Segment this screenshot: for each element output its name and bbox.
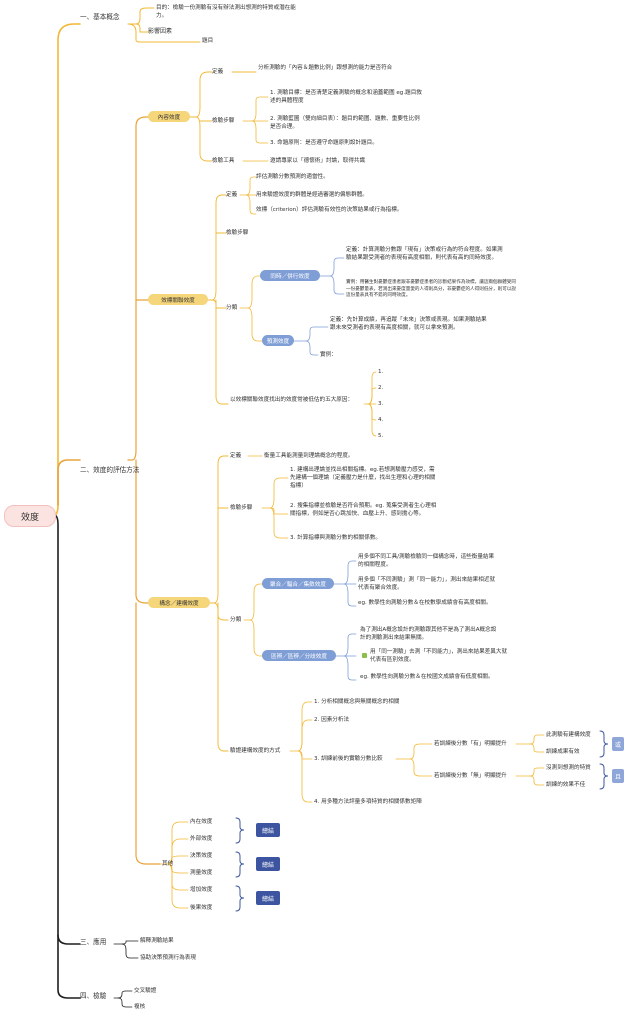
section-application[interactable]: 三、應用	[80, 938, 107, 946]
verify-3b-2[interactable]: 訓練的效果不佳	[546, 782, 586, 788]
concurrent-def[interactable]: 定義：計算測驗分數跟「現有」決策或行為的符合程度。如果測驗結果跟受測者的表現有高…	[346, 247, 503, 261]
criterion-def-1[interactable]: 評估測驗分數預測的適當性。	[256, 174, 329, 180]
criterion-steps-label[interactable]: 檢驗步驟	[226, 230, 249, 236]
reason-1[interactable]: 1.	[378, 369, 384, 375]
verify-1[interactable]: 1. 分析相關概念與無關概念的相關	[314, 699, 400, 705]
summary-box-3[interactable]: 總結	[256, 891, 280, 905]
reason-4[interactable]: 4.	[378, 417, 384, 423]
criterion-reasons[interactable]: 以效標關聯效度找出的效度常被低估的五大原因：	[230, 397, 354, 403]
item-node[interactable]: 題目	[202, 38, 214, 44]
verification-2[interactable]: 複核	[134, 1004, 146, 1010]
verify-3[interactable]: 3. 訓練前後的實驗分數比較	[314, 756, 383, 762]
content-def-label[interactable]: 定義	[212, 69, 224, 75]
construct-steps-label[interactable]: 檢驗步驟	[230, 505, 253, 511]
construct-class-label[interactable]: 分類	[230, 617, 242, 623]
criterion-validity-node[interactable]: 效標關聯效度	[148, 294, 208, 305]
construct-def-text[interactable]: 衡量工具能測量到理論概念的程度。	[264, 453, 354, 459]
discriminant-text-3[interactable]: eg. 數學性向測驗分數＆在校國文成績會有低度相關。	[360, 674, 494, 680]
verification-1[interactable]: 交叉驗證	[134, 988, 157, 994]
construct-validity-node[interactable]: 構念／建構效度	[148, 597, 210, 608]
criterion-class-label[interactable]: 分類	[226, 305, 238, 311]
construct-step-2[interactable]: 2. 搜集指標並檢驗是否符合預期。eg. 蒐集受測者生心理相關指標，例如是否心跳…	[290, 503, 437, 517]
construct-step-3[interactable]: 3. 計算指標與測驗分數的相關係數。	[290, 535, 382, 541]
content-steps-label[interactable]: 檢驗步驟	[212, 118, 235, 124]
convergent-text-3[interactable]: eg. 數學性向測驗分數＆在校數學成績會有高度相關。	[358, 600, 492, 606]
content-tool-text[interactable]: 邀請專家以「德懷術」討論，取得共識	[270, 158, 366, 164]
summary-box-1[interactable]: 總結	[256, 823, 280, 837]
or-tag[interactable]: 或	[612, 737, 624, 751]
and-tag[interactable]: 且	[612, 769, 624, 783]
concurrent-validity-node[interactable]: 同時／併行效度	[260, 270, 320, 281]
section-verification[interactable]: 四、檢驗	[80, 992, 107, 1000]
discriminant-text-1[interactable]: 為了測出A概念設計的測驗跟其他不是為了測出A概念設計的測驗測出來結果無關。	[360, 627, 497, 641]
verify-3b-1[interactable]: 沒測到想測的特質	[546, 765, 591, 771]
criterion-def-2[interactable]: 用來驗證效度的群體是經過審選的偏態群體。	[256, 192, 368, 198]
verify-3a-2[interactable]: 訓練成果有效	[546, 749, 580, 755]
content-validity-node[interactable]: 內容效度	[148, 111, 190, 122]
verify-3a[interactable]: 若訓練後分數「有」明顯提升	[434, 741, 507, 747]
construct-step-1[interactable]: 1. 建構出理論並找出相關指標。eg.若想測驗壓力感受，需先建構一個理論（定義壓…	[290, 467, 436, 489]
reason-3[interactable]: 3.	[378, 401, 384, 407]
other-node[interactable]: 其他	[162, 861, 174, 867]
convergent-validity-node[interactable]: 聚合／輻合／集斂效度	[262, 578, 334, 589]
content-tool-label[interactable]: 檢驗工具	[212, 158, 235, 164]
convergent-text-2[interactable]: 用多個「不同測驗」測「同一能力」，測出來結果相近就代表有聚合效度。	[358, 577, 496, 591]
discriminant-validity-node[interactable]: 區辨／區辨／分歧效度	[262, 650, 336, 661]
content-def-text[interactable]: 分析測驗的「內容＆題數比例」跟想測的能力是否符合	[258, 65, 393, 71]
root-node[interactable]: 效度	[4, 505, 56, 527]
verify-3b[interactable]: 若訓練後分數「無」明顯提升	[434, 773, 507, 779]
internal-validity[interactable]: 內在效度	[190, 819, 213, 825]
factor-node[interactable]: 影響因素	[148, 28, 173, 35]
decision-validity[interactable]: 決策效度	[190, 853, 213, 859]
reason-2[interactable]: 2.	[378, 385, 384, 391]
measurement-validity[interactable]: 測量效度	[190, 870, 213, 876]
criterion-def-label[interactable]: 定義	[226, 192, 238, 198]
reason-5[interactable]: 5.	[378, 433, 384, 439]
section-basic-concept[interactable]: 一、基本概念	[80, 13, 120, 21]
verify-2[interactable]: 2. 因素分析法	[314, 717, 350, 723]
discriminant-text-2[interactable]: 用「同一測驗」去測「不同能力」，測出來結果差異大就代表有區別效度。	[370, 649, 508, 663]
external-validity[interactable]: 外部效度	[190, 836, 213, 842]
concurrent-example[interactable]: 實例：用醫生對憂鬱症患者跟非憂鬱症患者的診斷結果作為效標，讓這兩個群體受同一份憂…	[346, 280, 516, 298]
criterion-def-3[interactable]: 效標（criterion）評估測驗有效性的決策結果或行為指標。	[256, 207, 403, 213]
incremental-validity[interactable]: 增加效度	[190, 887, 213, 893]
application-1[interactable]: 解釋測驗結果	[140, 938, 174, 944]
check-icon	[362, 653, 367, 658]
construct-def-label[interactable]: 定義	[230, 453, 242, 459]
verify-3a-1[interactable]: 此測驗有建構效度	[546, 732, 591, 738]
consequential-validity[interactable]: 後果效度	[190, 905, 213, 911]
verify-4[interactable]: 4. 用多種方法評量多項特質的相關係數矩陣	[314, 799, 422, 805]
convergent-text-1[interactable]: 用多個不同工具/測驗檢驗同一個構念時，這些衡量結果的相關程度。	[358, 554, 495, 568]
content-step-1[interactable]: 1. 測驗目標：是否清楚定義測驗的概念和涵蓋範圍 eg.題目敘述的具體程度	[270, 90, 422, 104]
goal-node[interactable]: 目的：檢驗一份測驗有沒有辦法測出想測的特質或潛在能力。	[156, 5, 296, 19]
content-step-3[interactable]: 3. 命題原則：是否遵守命題原則設計題目。	[270, 140, 378, 146]
root-label: 效度	[20, 512, 39, 523]
application-2[interactable]: 協助決策預測行為表現	[140, 955, 196, 961]
summary-box-2[interactable]: 總結	[256, 857, 280, 871]
section-evaluation-methods[interactable]: 二、效度的評估方法	[80, 466, 140, 474]
construct-verify-label[interactable]: 驗證建構效度的方式	[230, 748, 281, 754]
predictive-example[interactable]: 實例：	[320, 352, 337, 358]
predictive-def[interactable]: 定義：先計算成績，再追蹤「未來」決策或表現。如果測驗結果跟未來受測者的表現有高度…	[330, 317, 487, 331]
predictive-validity-node[interactable]: 預測效度	[262, 335, 294, 346]
content-step-2[interactable]: 2. 測驗藍圖（雙向細目表）：題目的範圍、題數、重要性比例是否合理。	[270, 116, 420, 130]
